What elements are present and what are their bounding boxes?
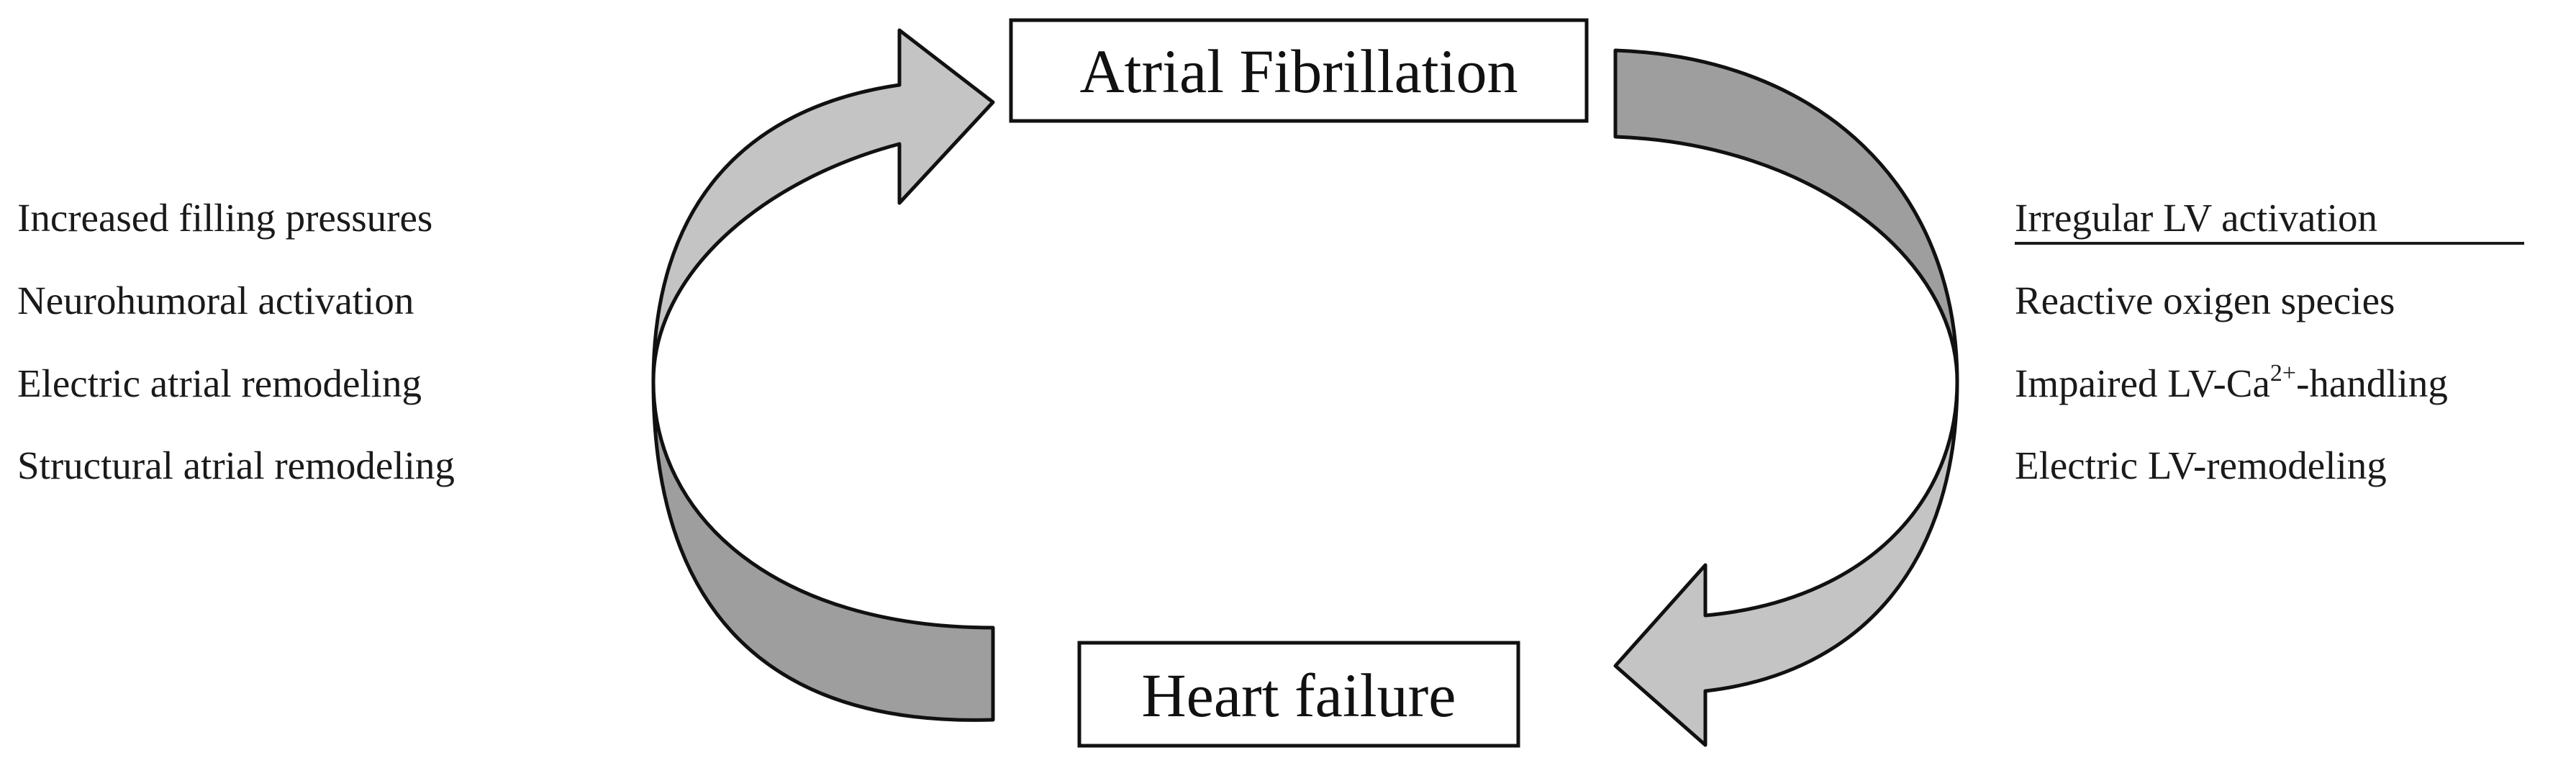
left-cycle-arrow bbox=[651, 28, 995, 722]
calcium-superscript: 2+ bbox=[2270, 360, 2296, 387]
right-list-heading: Irregular LV activation bbox=[2015, 196, 2377, 240]
left-list-item: Structural atrial remodeling bbox=[17, 443, 455, 487]
left-list-item: Electric atrial remodeling bbox=[17, 361, 422, 405]
right-list-item-calcium: Impaired LV-Ca2+-handling bbox=[2015, 360, 2448, 405]
right-factor-list: Irregular LV activation Reactive oxigen … bbox=[2015, 196, 2524, 487]
right-cycle-arrow bbox=[1613, 48, 1959, 747]
left-list-item: Increased filling pressures bbox=[17, 196, 432, 240]
heart-failure-node: Heart failure bbox=[1077, 641, 1520, 748]
right-list-item: Electric LV-remodeling bbox=[2015, 443, 2387, 487]
atrial-fibrillation-node: Atrial Fibrillation bbox=[1009, 18, 1589, 123]
left-factor-list: Increased filling pressures Neurohumoral… bbox=[17, 196, 455, 487]
calcium-prefix: Impaired LV-Ca bbox=[2015, 361, 2270, 405]
right-list-item: Reactive oxigen species bbox=[2015, 279, 2395, 322]
left-list-item: Neurohumoral activation bbox=[17, 279, 414, 322]
right-arrow-upper-band bbox=[1613, 48, 1959, 384]
right-arrow-lower-band bbox=[1613, 379, 1959, 747]
left-arrow-upper-band bbox=[651, 28, 995, 384]
left-arrow-lower-band bbox=[651, 379, 995, 722]
calcium-suffix: -handling bbox=[2296, 361, 2448, 405]
atrial-fibrillation-label: Atrial Fibrillation bbox=[1079, 37, 1518, 106]
heart-failure-label: Heart failure bbox=[1142, 661, 1456, 730]
